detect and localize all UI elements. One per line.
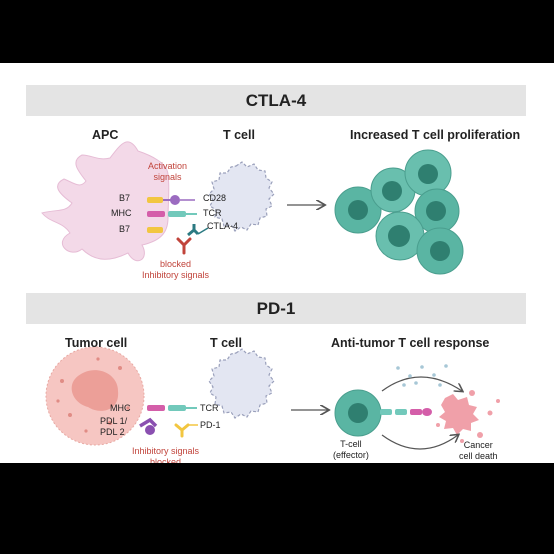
ctla4-title: CTLA-4 [245, 91, 307, 110]
effector-synapse [380, 408, 432, 416]
effector-tcell-icon [334, 389, 382, 437]
result-label: Increased T cell proliferation [350, 128, 521, 142]
ctla4-receptor [187, 224, 209, 237]
receptor-mhc-tcr-pd1 [147, 405, 197, 411]
tcell-receptor-label: PD-1 [200, 420, 221, 430]
apc-receptor-label: B7 [119, 193, 131, 203]
pd1-receptor [174, 423, 198, 438]
tcell-receptor-label: TCR [200, 403, 219, 413]
cytokine-dots [396, 364, 448, 387]
blocking-antibody-icon [176, 237, 192, 255]
receptor-b7-bottom [147, 227, 163, 233]
apc-label: APC [92, 128, 119, 142]
receptor-b7-top [147, 195, 195, 205]
tcell-label: T cell [210, 336, 242, 350]
prolif-cell [414, 188, 460, 234]
cancer-death-label: Cancer cell death [459, 440, 498, 461]
apc-cell-icon [41, 141, 170, 262]
apc-receptor-label: B7 [119, 224, 131, 234]
tumor-receptor-label: PDL 1/ PDL 2 [100, 416, 128, 437]
effector-label: T-cell (effector) [333, 439, 369, 460]
tcell-receptor-label: CTLA-4 [207, 221, 239, 231]
tumor-cell-icon [45, 346, 145, 446]
tcell-label: T cell [223, 128, 255, 142]
tumor-cell-label: Tumor cell [65, 336, 128, 350]
pdl-ligand [139, 417, 158, 435]
apc-receptor-label: MHC [111, 208, 132, 218]
tcell-icon [208, 161, 275, 232]
result-label: Anti-tumor T cell response [331, 336, 490, 350]
inhibitory-blocked-label: Inhibitory signals blocked [132, 446, 200, 463]
prolif-cell [334, 186, 382, 234]
diagram-canvas: CTLA-4 APC T cell Increased T cell proli… [0, 63, 554, 463]
response-arrow-top [381, 376, 462, 391]
pd1-title-band: PD-1 [26, 293, 526, 324]
receptor-mhc-tcr [147, 211, 197, 217]
diagram-graphics [41, 141, 500, 450]
prolif-cell [416, 227, 464, 275]
tumor-receptor-label: MHC [110, 403, 131, 413]
tcell-receptor-label: TCR [203, 208, 222, 218]
proliferating-cells [334, 149, 464, 275]
blocked-inhibitory-label: blocked Inhibitory signals [142, 259, 210, 280]
ctla4-title-band: CTLA-4 [26, 85, 526, 116]
activation-signals-label: Activation signals [148, 161, 188, 182]
tcell-icon [208, 348, 275, 419]
prolif-cell [404, 149, 452, 197]
response-arrow-bottom [381, 435, 458, 450]
pd1-title: PD-1 [256, 299, 296, 318]
cancer-cell-death-icon [436, 390, 500, 443]
tcell-receptor-label: CD28 [203, 193, 227, 203]
